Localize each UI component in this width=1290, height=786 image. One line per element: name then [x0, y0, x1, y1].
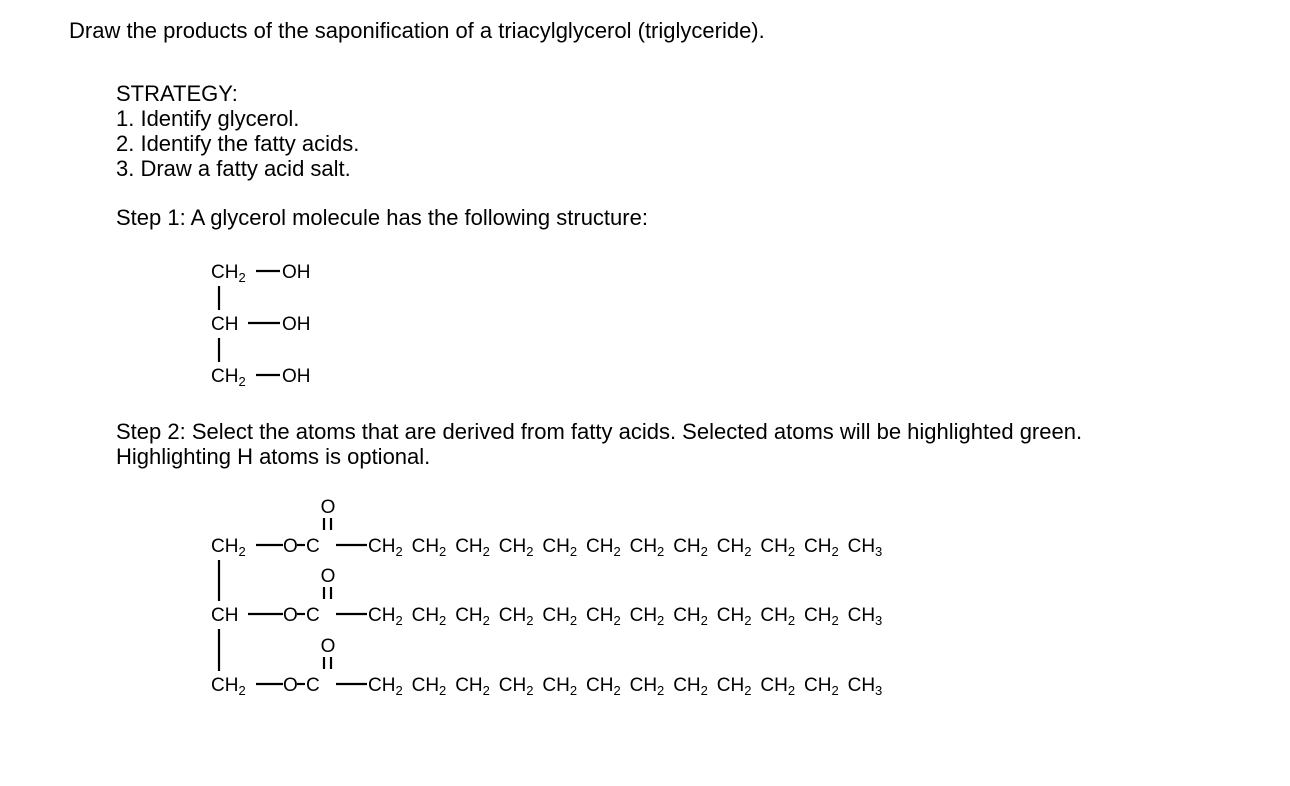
ester-oxygen-1[interactable]: O — [283, 536, 298, 557]
chain-terminal-ch3-2[interactable]: CH3 — [848, 605, 883, 628]
chain-ch2-r1-9[interactable]: CH2 — [717, 536, 752, 559]
chain-ch2-r2-10[interactable]: CH2 — [760, 605, 795, 628]
carbonyl-carbon-1[interactable]: C — [306, 536, 320, 557]
carbonyl-carbon-2[interactable]: C — [306, 605, 320, 626]
chain-ch2-r2-9[interactable]: CH2 — [717, 605, 752, 628]
chain-terminal-ch3-3[interactable]: CH3 — [848, 675, 883, 698]
chain-ch2-r3-11[interactable]: CH2 — [804, 675, 839, 698]
glycerol-oh-3: OH — [282, 366, 311, 387]
glycerol-carbon-2: CH — [211, 314, 238, 335]
chain-ch2-r1-6[interactable]: CH2 — [586, 536, 621, 559]
chain-ch2-r1-5[interactable]: CH2 — [542, 536, 577, 559]
strategy-heading: STRATEGY: — [116, 81, 238, 106]
backbone-carbon-1[interactable]: CH2 — [211, 536, 246, 559]
carbonyl-oxygen-1[interactable]: O — [321, 497, 336, 518]
chain-ch2-r3-9[interactable]: CH2 — [717, 675, 752, 698]
glycerol-oh-1: OH — [282, 262, 311, 283]
chain-ch2-r1-7[interactable]: CH2 — [630, 536, 665, 559]
step2-line-1: Step 2: Select the atoms that are derive… — [116, 419, 1083, 444]
backbone-carbon-2[interactable]: CH — [211, 605, 238, 626]
chain-ch2-r1-1[interactable]: CH2 — [368, 536, 403, 559]
chain-ch2-r1-2[interactable]: CH2 — [412, 536, 447, 559]
chain-terminal-ch3-1[interactable]: CH3 — [848, 536, 883, 559]
step2-instructions: Step 2: Select the atoms that are derive… — [116, 419, 1082, 469]
chain-ch2-r2-4[interactable]: CH2 — [499, 605, 534, 628]
chain-ch2-r2-2[interactable]: CH2 — [412, 605, 447, 628]
chain-ch2-r2-1[interactable]: CH2 — [368, 605, 403, 628]
chain-ch2-r3-6[interactable]: CH2 — [586, 675, 621, 698]
carbonyl-oxygen-2[interactable]: O — [321, 566, 336, 587]
chain-ch2-r2-11[interactable]: CH2 — [804, 605, 839, 628]
step2-line-2: Highlighting H atoms is optional. — [116, 444, 431, 469]
chain-ch2-r2-8[interactable]: CH2 — [673, 605, 708, 628]
chain-ch2-r1-3[interactable]: CH2 — [455, 536, 490, 559]
chain-ch2-r1-10[interactable]: CH2 — [760, 536, 795, 559]
glycerol-carbon-1: CH2 — [211, 262, 246, 285]
step1-text: Step 1: A glycerol molecule has the foll… — [116, 205, 648, 230]
chain-ch2-r1-8[interactable]: CH2 — [673, 536, 708, 559]
strategy-step-3: 3. Draw a fatty acid salt. — [116, 156, 351, 181]
backbone-carbon-3[interactable]: CH2 — [211, 675, 246, 698]
ester-oxygen-3[interactable]: O — [283, 675, 298, 696]
glycerol-oh-2: OH — [282, 314, 311, 335]
chain-ch2-r3-7[interactable]: CH2 — [630, 675, 665, 698]
strategy-step-2: 2. Identify the fatty acids. — [116, 131, 360, 156]
chain-ch2-r3-1[interactable]: CH2 — [368, 675, 403, 698]
chain-ch2-r2-6[interactable]: CH2 — [586, 605, 621, 628]
carbonyl-oxygen-3[interactable]: O — [321, 636, 336, 657]
strategy-section: STRATEGY: 1. Identify glycerol. 2. Ident… — [116, 81, 359, 181]
ester-oxygen-2[interactable]: O — [283, 605, 298, 626]
chain-ch2-r2-3[interactable]: CH2 — [455, 605, 490, 628]
chain-ch2-r3-8[interactable]: CH2 — [673, 675, 708, 698]
chain-ch2-r3-3[interactable]: CH2 — [455, 675, 490, 698]
chain-ch2-r2-7[interactable]: CH2 — [630, 605, 665, 628]
strategy-step-1: 1. Identify glycerol. — [116, 106, 300, 131]
question-text: Draw the products of the saponification … — [69, 18, 765, 43]
carbonyl-carbon-3[interactable]: C — [306, 675, 320, 696]
chain-ch2-r2-5[interactable]: CH2 — [542, 605, 577, 628]
chain-ch2-r3-5[interactable]: CH2 — [542, 675, 577, 698]
chain-ch2-r1-11[interactable]: CH2 — [804, 536, 839, 559]
chain-ch2-r3-2[interactable]: CH2 — [412, 675, 447, 698]
chain-ch2-r1-4[interactable]: CH2 — [499, 536, 534, 559]
chain-ch2-r3-10[interactable]: CH2 — [760, 675, 795, 698]
chain-ch2-r3-4[interactable]: CH2 — [499, 675, 534, 698]
glycerol-carbon-3: CH2 — [211, 366, 246, 389]
